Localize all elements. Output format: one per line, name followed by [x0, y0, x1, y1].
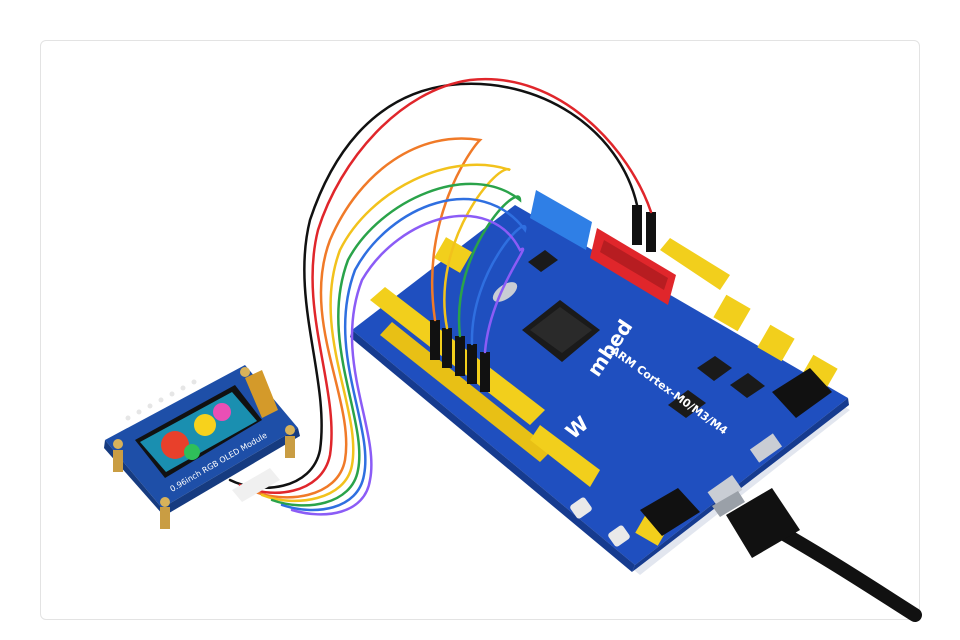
button-2	[608, 525, 630, 547]
jumper-wires	[228, 77, 653, 516]
wire-black	[228, 82, 639, 490]
board-pcb	[352, 205, 848, 565]
usb-cable	[712, 488, 922, 622]
wire-orange	[248, 137, 483, 499]
oled-connector	[232, 468, 280, 502]
button-1	[570, 497, 592, 519]
black-connector	[640, 488, 700, 536]
wire-blue	[280, 197, 527, 512]
jumper-5	[434, 237, 472, 273]
oled-module: 0.96inch RGB OLED Module	[104, 365, 300, 529]
wire-purple	[290, 214, 525, 516]
top-header	[660, 238, 730, 290]
wire-red	[238, 77, 653, 495]
standoff-3	[285, 436, 295, 458]
small-chip-2	[697, 356, 732, 381]
standoff-2	[160, 507, 170, 529]
dc-jack	[772, 368, 832, 418]
blue-header	[530, 190, 592, 250]
usb-port-2	[707, 475, 743, 507]
usb-port-1	[749, 433, 783, 463]
jumper-2	[757, 324, 795, 362]
wire-yellow	[260, 163, 511, 503]
dev-board: ARM Cortex-M0/M3/M4 mbed W	[350, 190, 850, 575]
small-chip-1	[668, 390, 706, 418]
oled-pins	[125, 379, 197, 421]
oled-flex	[245, 370, 278, 418]
standoff-1	[113, 450, 123, 472]
usb-plug	[726, 488, 800, 558]
jumper-1	[713, 294, 751, 332]
small-chip-3	[730, 373, 765, 398]
regulator	[528, 250, 558, 272]
wire-green	[270, 182, 522, 507]
wire-connectors	[430, 205, 656, 392]
